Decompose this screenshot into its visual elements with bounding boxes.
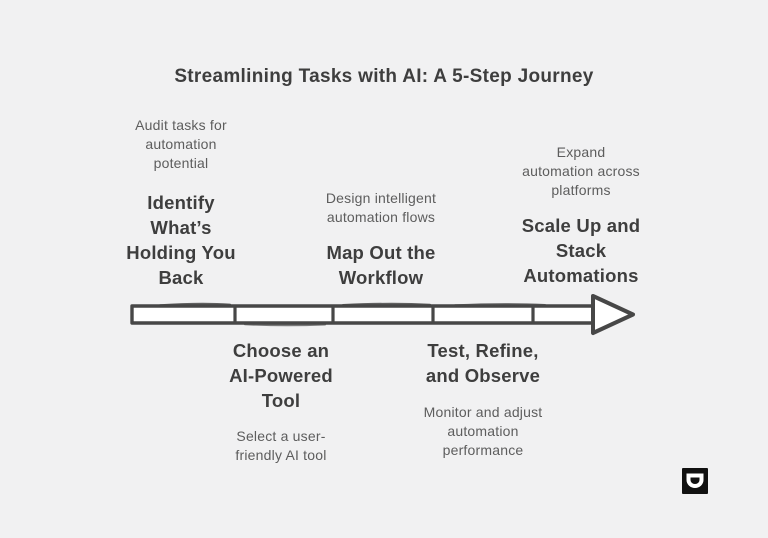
step-2-heading: Choose an AI-Powered Tool [229, 340, 333, 411]
step-5-description: Expand automation across platforms [522, 144, 640, 198]
step-2-block: Choose an AI-Powered Tool Select a user-… [171, 338, 391, 465]
step-1-block: Audit tasks for automation potential Ide… [71, 116, 291, 290]
step-3-block: Design intelligent automation flows Map … [271, 189, 491, 290]
arrow-shaft [130, 304, 595, 325]
step-2-description: Select a user- friendly AI tool [235, 428, 327, 463]
sketch-stroke-1 [158, 302, 232, 307]
sketch-stroke-2 [341, 302, 432, 307]
step-5-heading: Scale Up and Stack Automations [521, 215, 641, 286]
page-title: Streamlining Tasks with AI: A 5-Step Jou… [174, 66, 594, 87]
step-3-description: Design intelligent automation flows [325, 190, 437, 225]
step-1-heading: Identify What’s Holding You Back [126, 192, 236, 288]
sketch-stroke-4 [243, 323, 327, 327]
step-4-heading: Test, Refine, and Observe [425, 340, 541, 386]
sketch-stroke-3 [453, 303, 547, 307]
step-5-block: Expand automation across platforms Scale… [471, 143, 691, 288]
arrow-head [591, 294, 635, 335]
step-4-description: Monitor and adjust automation performanc… [423, 404, 543, 458]
timeline-arrow-graphic [130, 294, 635, 335]
brand-logo [682, 468, 708, 494]
timeline-arrow [125, 291, 645, 339]
step-3-heading: Map Out the Workflow [326, 242, 436, 288]
step-1-description: Audit tasks for automation potential [135, 117, 227, 171]
d-bowl-logo-icon [682, 468, 708, 494]
step-4-block: Test, Refine, and Observe Monitor and ad… [373, 338, 593, 460]
